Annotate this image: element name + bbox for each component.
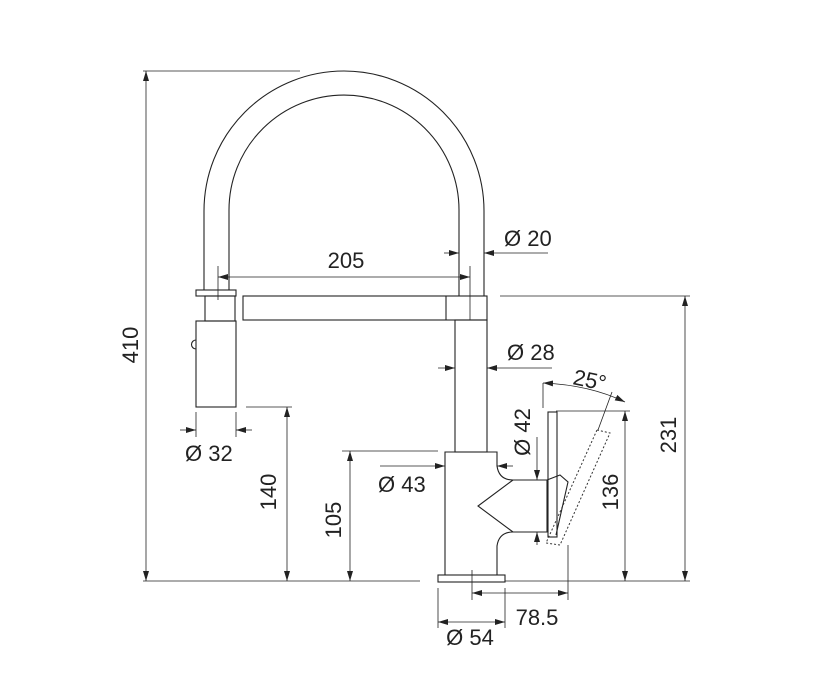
label-body-height: 105 [321,502,346,539]
base-plate [437,574,506,583]
label-column-diameter: Ø 28 [507,340,555,365]
faucet-outline [190,70,611,583]
spout-arc-outer [203,70,485,296]
spray-button [190,339,197,350]
label-lever-height: 136 [598,474,623,511]
label-head-height: 140 [256,474,281,511]
spout-arc-inner [228,94,460,296]
spray-head-neck [204,295,236,322]
lever-rotated-outline [545,429,611,546]
label-total-height: 410 [118,327,143,364]
spout-horizontal [242,295,488,321]
label-lever-offset: 78.5 [516,605,559,630]
label-head-diameter: Ø 32 [185,441,233,466]
spray-head-cap [195,289,237,297]
label-body-diameter: Ø 43 [378,472,426,497]
body [444,451,548,576]
label-spout-diameter: Ø 20 [504,226,552,251]
column [454,319,488,453]
handle-cone [477,479,514,533]
dimension-lines [143,70,690,628]
label-base-diameter: Ø 54 [446,625,494,650]
label-spout-height: 231 [656,417,681,454]
label-handle-diameter: Ø 42 [510,408,535,456]
lever [547,411,558,538]
label-spout-reach: 205 [328,248,365,273]
spray-head [195,320,237,408]
label-lever-angle: 25° [571,364,609,395]
